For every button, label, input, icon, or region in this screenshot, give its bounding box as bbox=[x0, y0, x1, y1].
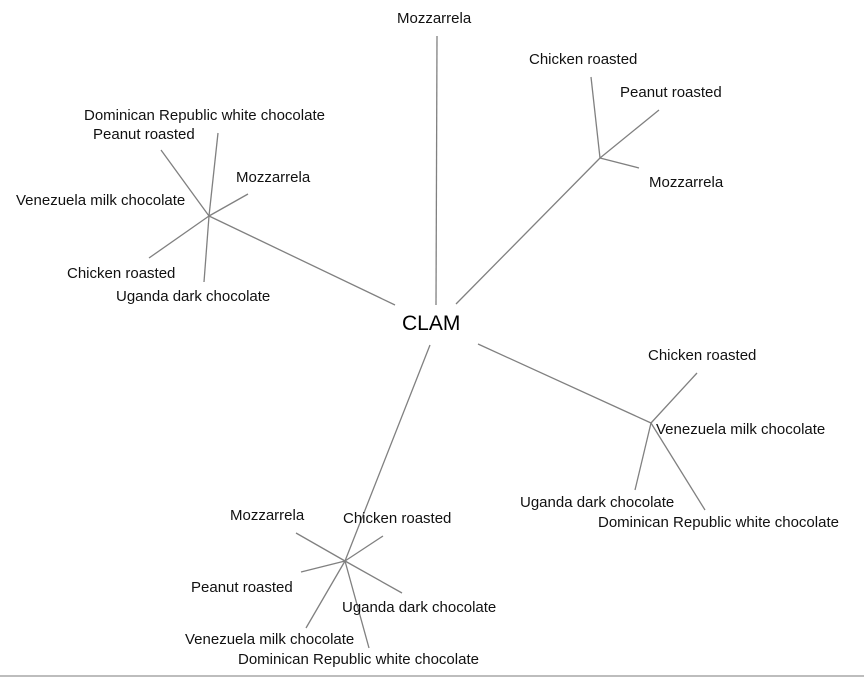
root-node-label: CLAM bbox=[402, 312, 461, 335]
leaf-label: Chicken roasted bbox=[529, 51, 638, 68]
leaf-label: Dominican Republic white chocolate bbox=[238, 651, 479, 668]
leaf-label: Chicken roasted bbox=[67, 265, 176, 282]
leaf-label: Venezuela milk chocolate bbox=[185, 631, 355, 648]
edge-leaf bbox=[634, 422, 652, 491]
edge-root-top bbox=[435, 35, 438, 306]
leaf-label: Venezuela milk chocolate bbox=[656, 421, 826, 438]
edge-leaf bbox=[203, 215, 210, 283]
leaf-label: Peanut roasted bbox=[620, 84, 722, 101]
leaf-label: Uganda dark chocolate bbox=[520, 494, 675, 511]
leaf-label: Chicken roasted bbox=[648, 347, 757, 364]
leaf-label: Uganda dark chocolate bbox=[116, 288, 271, 305]
leaf-label: Uganda dark chocolate bbox=[342, 599, 497, 616]
leaf-label: Mozzarrela bbox=[230, 507, 305, 524]
leaf-label: Peanut roasted bbox=[191, 579, 293, 596]
edge-leaf bbox=[300, 560, 346, 573]
edge-leaf bbox=[344, 560, 403, 594]
leaf-label: Dominican Republic white chocolate bbox=[84, 107, 325, 124]
edge-leaf bbox=[590, 76, 601, 159]
edge-leaf bbox=[208, 193, 249, 217]
leaf-label: Mozzarrela bbox=[649, 174, 724, 191]
leaf-label: Chicken roasted bbox=[343, 510, 452, 527]
leaf-label: Mozzarrela bbox=[397, 10, 472, 27]
edge-root-topright bbox=[455, 157, 601, 305]
edge-leaf bbox=[208, 132, 219, 217]
edge-leaf bbox=[160, 149, 210, 217]
edge-root-left bbox=[208, 215, 396, 306]
edge-leaf bbox=[650, 372, 698, 424]
edge-leaf bbox=[295, 532, 346, 562]
edge-leaf bbox=[148, 215, 210, 259]
edge-leaf bbox=[599, 109, 660, 159]
leaf-label: Dominican Republic white chocolate bbox=[598, 514, 839, 531]
bottom-border bbox=[0, 675, 864, 677]
edge-leaf bbox=[599, 157, 640, 169]
edge-leaf bbox=[650, 422, 706, 511]
leaf-label: Peanut roasted bbox=[93, 126, 195, 143]
leaf-label: Venezuela milk chocolate bbox=[16, 192, 186, 209]
edge-root-right bbox=[477, 343, 652, 424]
edge-leaf bbox=[305, 560, 346, 629]
leaf-label: Mozzarrela bbox=[236, 169, 311, 186]
edge-leaf bbox=[344, 535, 384, 562]
edge-leaf bbox=[344, 560, 370, 649]
edge-root-bottom bbox=[344, 344, 431, 562]
